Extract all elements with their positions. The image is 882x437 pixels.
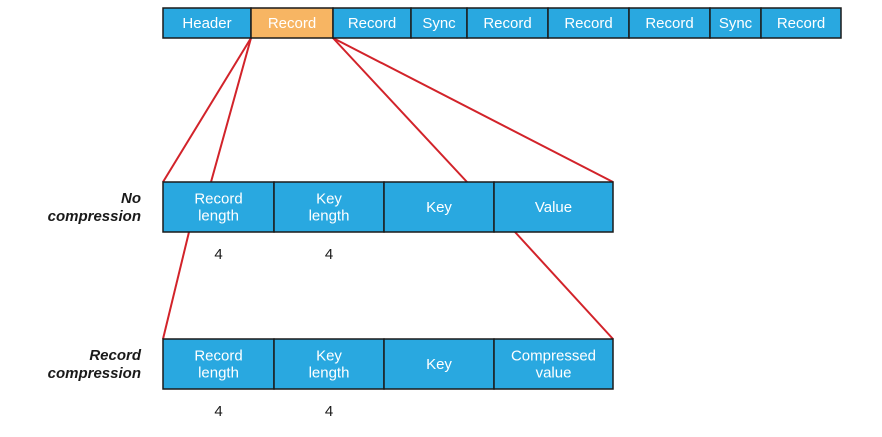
zoom-connector-line <box>514 231 614 340</box>
field-label-line: length <box>309 208 350 225</box>
block-record-2: Record <box>250 7 334 39</box>
block-rect <box>162 7 252 39</box>
zoom-connector-line <box>162 37 252 183</box>
record-compression-field-size: 4 <box>325 403 333 420</box>
row-label-line: compression <box>48 208 141 225</box>
record-compression-field-size: 4 <box>214 403 222 420</box>
block-record-9: Record <box>760 7 842 39</box>
field-label-line: Key <box>426 356 452 373</box>
zoom-connectors <box>162 37 614 340</box>
zoom-connector-line <box>210 37 252 183</box>
block-label: Header <box>182 15 231 32</box>
block-sync-8: Sync <box>709 7 762 39</box>
block-label: Sync <box>422 15 456 32</box>
field-label-line: length <box>198 365 239 382</box>
no-compression-field-size: 4 <box>214 246 222 263</box>
block-label: Record <box>564 15 612 32</box>
block-label: Record <box>645 15 693 32</box>
zoom-connector-line <box>332 37 614 183</box>
block-record-5: Record <box>466 7 549 39</box>
field-rect <box>162 338 275 390</box>
block-rect <box>760 7 842 39</box>
zoom-connector-line <box>162 231 190 340</box>
block-rect <box>709 7 762 39</box>
row-label-line: No <box>121 190 141 207</box>
block-label: Record <box>483 15 531 32</box>
field-label-line: length <box>309 365 350 382</box>
record-compression-field-key: Key <box>383 338 495 390</box>
field-rect <box>493 338 614 390</box>
zoom-connector-line <box>332 37 468 183</box>
field-rect <box>383 181 495 233</box>
field-rect <box>493 181 614 233</box>
field-rect <box>273 181 385 233</box>
field-rect <box>162 181 275 233</box>
file-structure-row: Header Record Record Sync Record Record Record… <box>162 7 842 39</box>
field-label-line: length <box>198 208 239 225</box>
block-sync-4: Sync <box>410 7 468 39</box>
no-compression-field-value: Value <box>493 181 614 233</box>
field-label-line: Key <box>316 348 342 365</box>
block-record-6: Record <box>547 7 630 39</box>
field-label-line: Compressed <box>511 348 596 365</box>
field-label-line: Record <box>194 348 242 365</box>
field-label-line: Key <box>426 199 452 216</box>
field-label-line: Record <box>194 191 242 208</box>
block-label: Record <box>268 15 316 32</box>
field-label-line: Key <box>316 191 342 208</box>
block-record-3: Record <box>332 7 412 39</box>
no-compression-field-key: Key <box>383 181 495 233</box>
block-header-1: Header <box>162 7 252 39</box>
no-compression-field-size: 4 <box>325 246 333 263</box>
row-label-line: compression <box>48 365 141 382</box>
block-rect <box>466 7 549 39</box>
block-rect <box>547 7 630 39</box>
block-record-7: Record <box>628 7 711 39</box>
block-label: Record <box>348 15 396 32</box>
block-label: Record <box>777 15 825 32</box>
block-rect <box>410 7 468 39</box>
block-rect <box>628 7 711 39</box>
field-label-line: Value <box>535 199 572 216</box>
row-label-line: Record <box>89 347 142 364</box>
block-label: Sync <box>719 15 753 32</box>
field-label-line: value <box>536 365 572 382</box>
